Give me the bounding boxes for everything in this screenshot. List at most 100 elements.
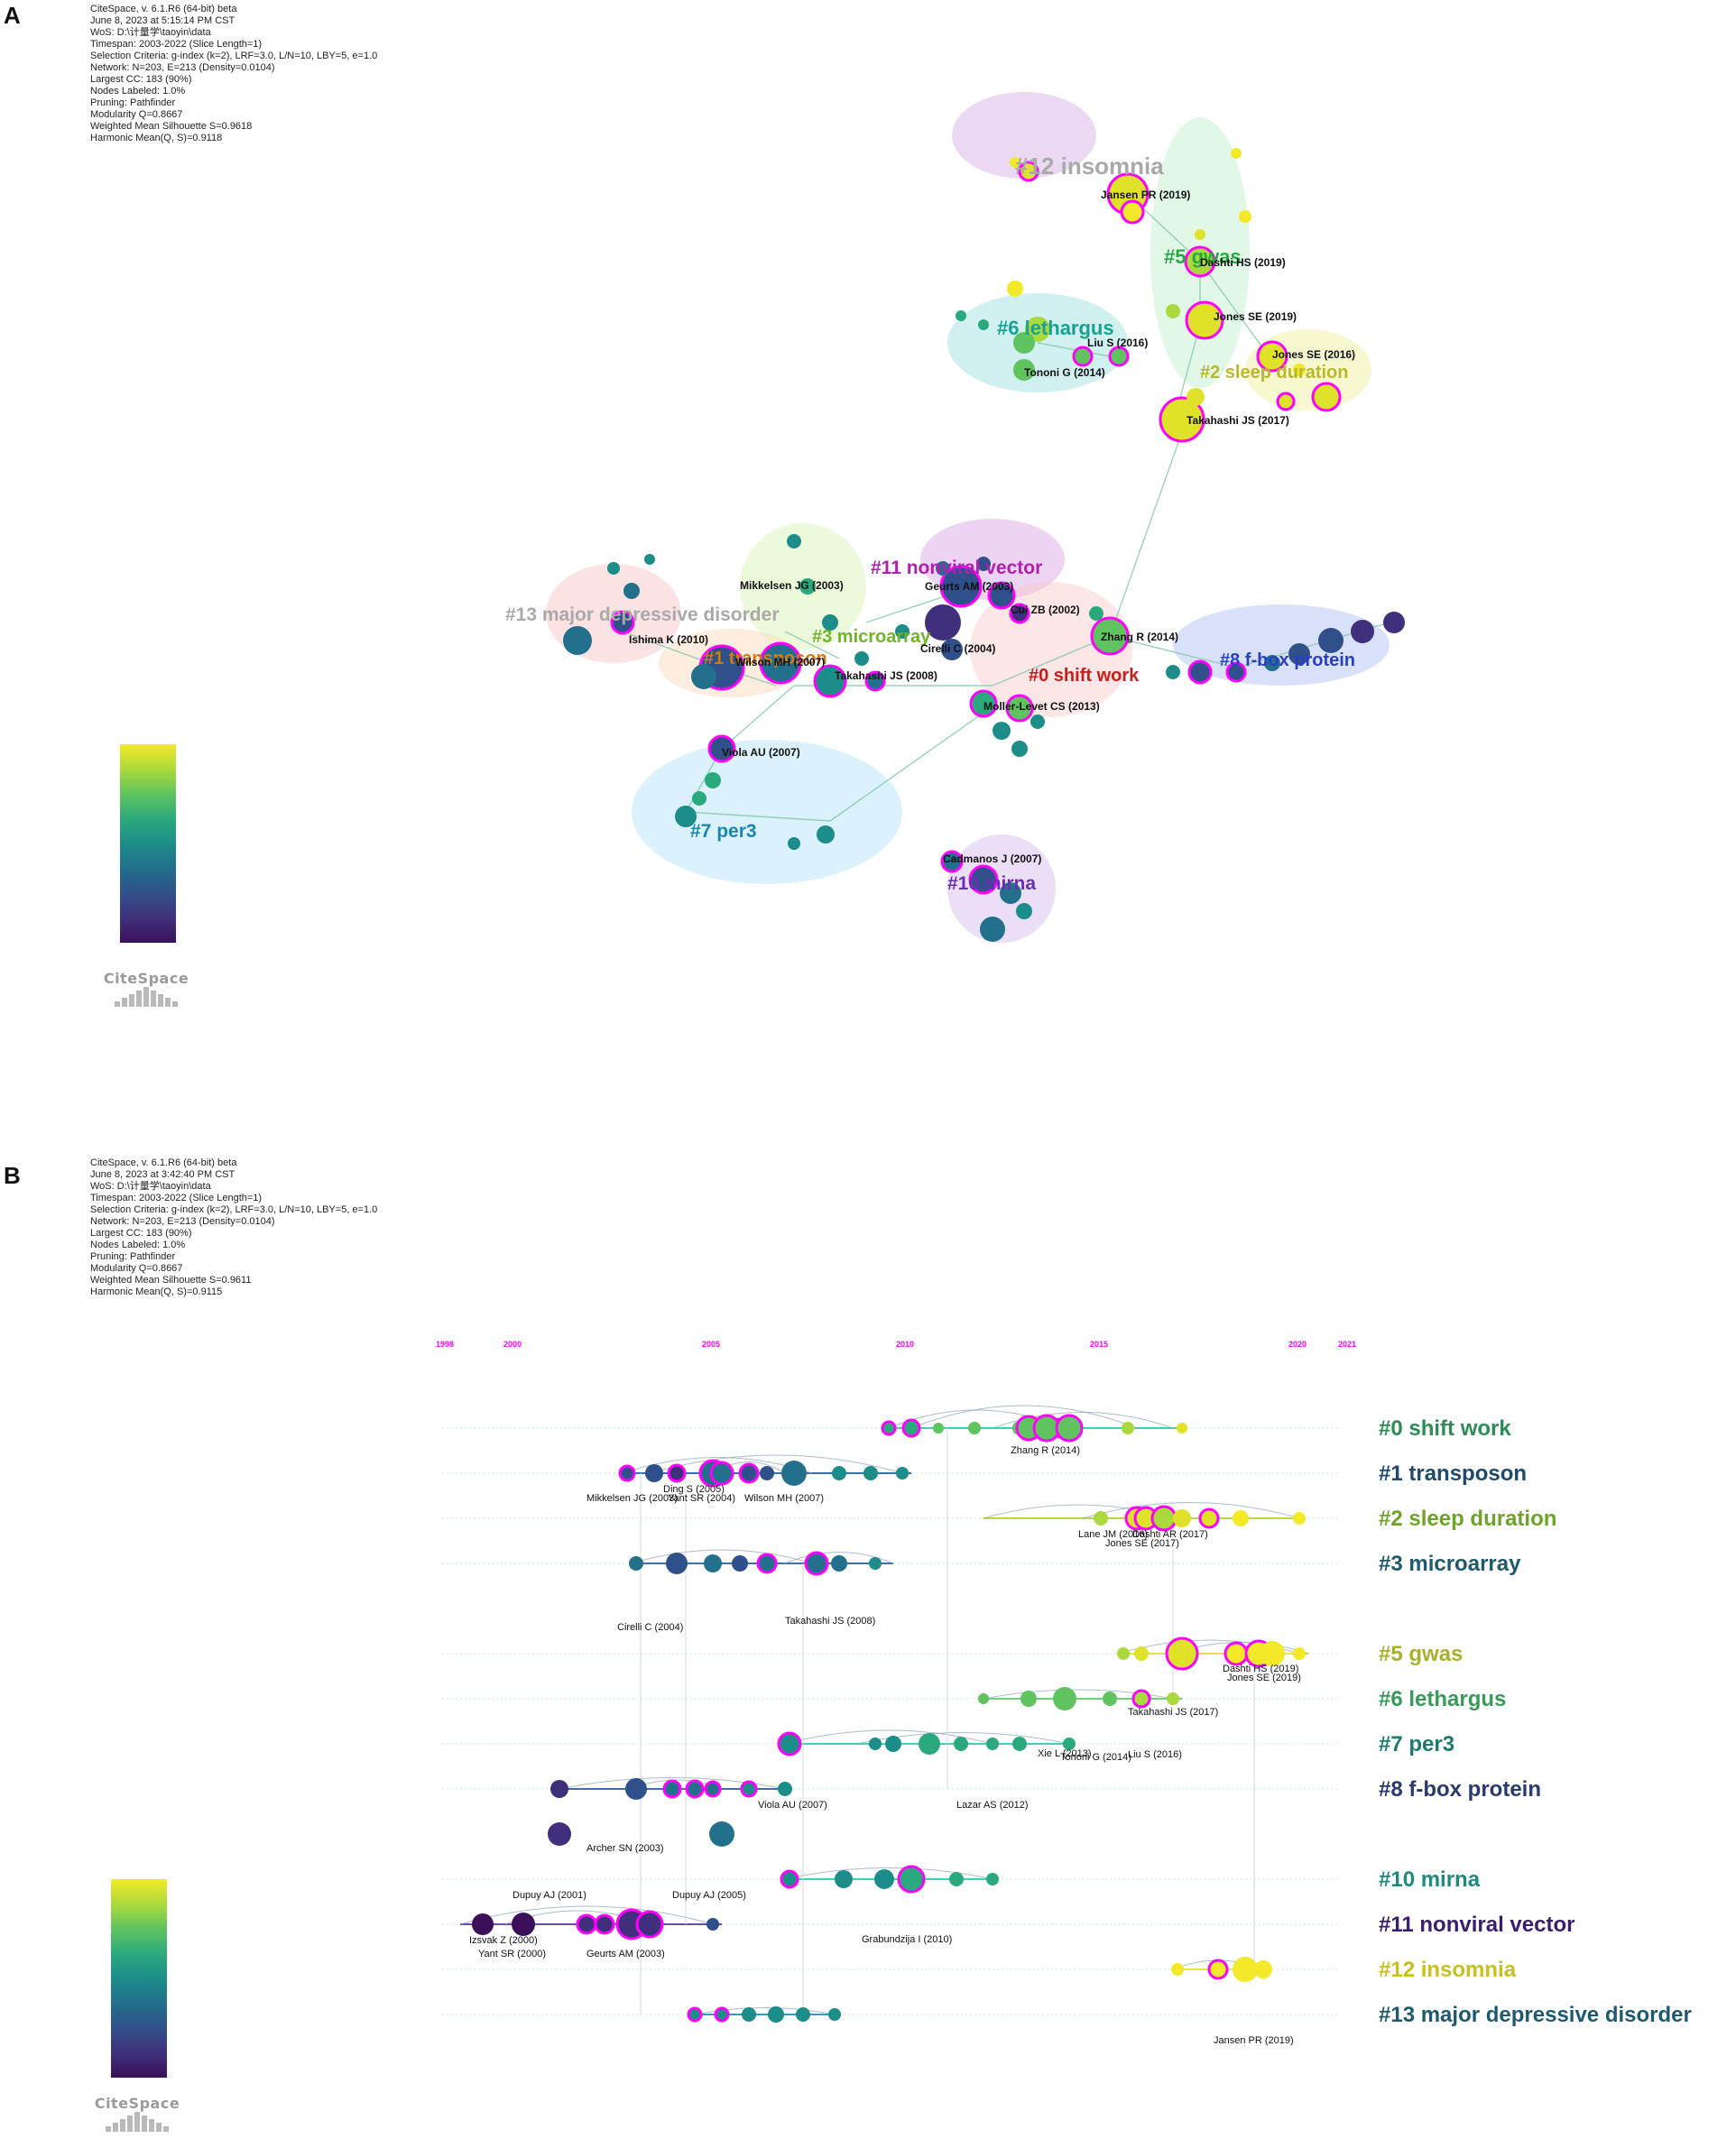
citation-node xyxy=(1053,1687,1076,1710)
node-label: Cadmanos J (2007) xyxy=(943,853,1041,865)
timeline-year-label: 2020 xyxy=(1288,1340,1307,1349)
citation-node xyxy=(1007,281,1023,297)
citation-node xyxy=(978,319,989,330)
timeline-node-label: Dupuy AJ (2005) xyxy=(672,1890,746,1901)
citation-node xyxy=(742,2007,756,2022)
metadata-line: Pruning: Pathfinder xyxy=(90,1251,176,1262)
citation-node xyxy=(1012,1737,1027,1751)
timeline-node-label: Wilson MH (2007) xyxy=(744,1493,824,1504)
node-label: Tononi G (2014) xyxy=(1024,366,1105,379)
citation-node xyxy=(512,1913,535,1936)
metadata-line: Modularity Q=0.8667 xyxy=(90,109,183,120)
node-label: Cirelli C (2004) xyxy=(920,642,995,655)
network-edge xyxy=(721,685,795,750)
cluster-label: #13 major depressive disorder xyxy=(505,604,780,625)
timeline-cluster-label: #1 transposon xyxy=(1379,1461,1527,1486)
cluster-label: #1 transposon xyxy=(704,649,827,668)
citation-node xyxy=(796,2007,810,2022)
network-edge xyxy=(1109,635,1237,668)
citation-node xyxy=(1187,388,1205,406)
citation-node xyxy=(1165,1636,1199,1671)
cluster-region xyxy=(632,740,902,884)
citation-node xyxy=(692,791,706,806)
citation-node xyxy=(1177,1423,1187,1434)
citation-node xyxy=(987,581,1016,610)
metadata-line: Largest CC: 183 (90%) xyxy=(90,74,192,85)
timeline-node-label: Archer SN (2003) xyxy=(586,1843,664,1854)
network-edge xyxy=(1109,419,1187,637)
citation-node xyxy=(885,1736,901,1752)
network-edge xyxy=(1037,342,1111,357)
timeline-node-label: Takahashi JS (2017) xyxy=(1128,1707,1218,1718)
citation-node xyxy=(881,1420,897,1436)
citation-node xyxy=(874,1869,894,1889)
citation-node xyxy=(610,610,635,635)
citation-node xyxy=(550,1780,568,1798)
metadata-line: CiteSpace, v. 6.1.R6 (64-bit) beta xyxy=(90,4,237,14)
citation-node xyxy=(1207,1959,1229,1980)
metadata-line: Nodes Labeled: 1.0% xyxy=(90,86,186,97)
citation-node xyxy=(1159,396,1205,443)
citation-node xyxy=(835,1870,853,1888)
timeline-node-label: Dashti HS (2019) xyxy=(1223,1664,1298,1674)
cluster-region xyxy=(952,92,1096,179)
citation-node xyxy=(788,837,800,850)
citation-arc xyxy=(1082,1502,1300,1519)
panel-a-cluster-network: #12 insomnia#5 gwas#6 lethargus#2 sleep … xyxy=(505,92,1405,943)
citation-node xyxy=(1134,1646,1149,1661)
citation-node xyxy=(787,534,801,549)
metadata-line: Network: N=203, E=213 (Density=0.0104) xyxy=(90,62,275,73)
citation-node xyxy=(662,1779,682,1799)
timeline-node-label: Lazar AS (2012) xyxy=(956,1800,1029,1811)
node-label: Mikkelsen JG (2003) xyxy=(740,579,844,592)
citation-arc xyxy=(784,1729,993,1745)
timeline-node-label: Xie L (2013) xyxy=(1038,1748,1092,1759)
citation-node xyxy=(978,1693,989,1704)
citation-node xyxy=(1173,1509,1191,1527)
panel-a-citespace-logo: CiteSpace xyxy=(92,970,200,1007)
citation-node xyxy=(1117,1647,1130,1660)
citation-node xyxy=(1166,304,1180,318)
timeline-node-label: Geurts AM (2003) xyxy=(586,1949,665,1959)
timeline-cluster-label: #0 shift work xyxy=(1379,1416,1511,1441)
citation-node xyxy=(896,1467,909,1480)
citation-node xyxy=(1254,1960,1272,1978)
citation-node xyxy=(706,1918,719,1931)
citation-node xyxy=(777,1731,802,1756)
timeline-cluster-label: #2 sleep duration xyxy=(1379,1507,1556,1531)
citation-node xyxy=(1233,1510,1249,1526)
citation-node xyxy=(1260,1641,1285,1666)
citation-node xyxy=(1293,1512,1306,1525)
timeline-node-label: Viola AU (2007) xyxy=(758,1800,827,1811)
citation-node xyxy=(1072,346,1094,367)
citation-node xyxy=(618,1464,636,1482)
citation-node xyxy=(925,604,961,641)
citation-node xyxy=(1276,392,1296,411)
citation-node xyxy=(1184,245,1216,278)
citation-node xyxy=(1013,332,1035,354)
node-label: Zhang R (2014) xyxy=(1101,631,1178,643)
citation-node xyxy=(1239,210,1251,223)
citespace-logo-text: CiteSpace xyxy=(94,2095,180,2112)
citation-node xyxy=(1089,606,1103,621)
metadata-line: Harmonic Mean(Q, S)=0.9115 xyxy=(90,1286,223,1297)
citation-node xyxy=(1131,1689,1151,1709)
citation-node xyxy=(759,641,802,685)
timeline-cluster-label: #5 gwas xyxy=(1379,1642,1463,1666)
citation-node xyxy=(607,562,620,575)
citation-node xyxy=(566,633,580,648)
node-label: Jansen PR (2019) xyxy=(1101,189,1190,201)
panel-b-letter: B xyxy=(4,1162,21,1189)
timeline-node-label: Zhang R (2014) xyxy=(1011,1445,1080,1456)
panel-a-letter: A xyxy=(4,2,21,29)
citation-node xyxy=(1000,882,1021,904)
citation-node xyxy=(685,1779,705,1799)
citation-node xyxy=(768,2006,784,2023)
metadata-line: WoS: D:\计量学\taoyin\data xyxy=(90,27,211,38)
citation-node xyxy=(635,1910,664,1939)
citation-node xyxy=(1171,1963,1184,1976)
metadata-line: Modularity Q=0.8667 xyxy=(90,1263,183,1274)
citation-node xyxy=(691,664,716,689)
citation-node xyxy=(756,1553,778,1574)
metadata-line: Weighted Mean Silhouette S=0.9611 xyxy=(90,1275,252,1286)
